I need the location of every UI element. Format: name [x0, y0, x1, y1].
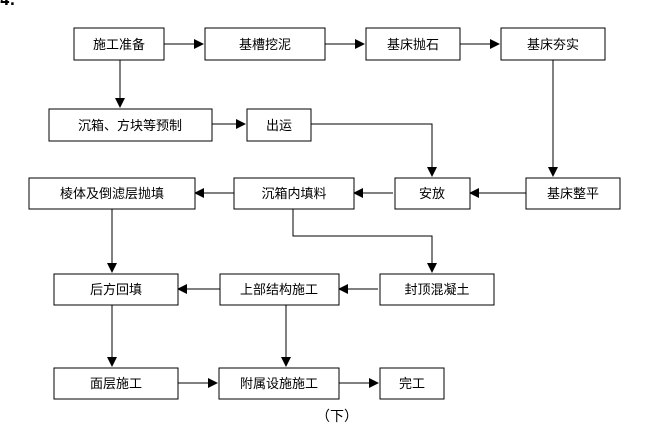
node-caisson-precast: 沉箱、方块等预制 [48, 108, 213, 142]
node-prism-filter-fill: 棱体及倒滤层抛填 [28, 177, 196, 210]
node-label: 附属设施施工 [240, 377, 318, 392]
node-label: 上部结构施工 [240, 283, 318, 298]
edge-transport-to-install [311, 123, 437, 177]
node-label: 基槽挖泥 [239, 38, 291, 53]
node-construction-prep: 施工准备 [73, 27, 165, 61]
node-surface-layer: 面层施工 [53, 367, 179, 400]
node-label: 基床夯实 [527, 38, 579, 53]
node-label: 基床抛石 [387, 38, 439, 53]
node-label: 完工 [399, 377, 425, 392]
node-label: 封顶混凝土 [404, 282, 469, 298]
top-fragment: 4. [0, 0, 16, 9]
edges [107, 39, 558, 388]
node-bed-riprap: 基床抛石 [365, 27, 461, 61]
node-bed-leveling: 基床整平 [525, 177, 621, 210]
node-top-seal-concrete: 封顶混凝土 [379, 273, 495, 306]
node-label: 沉箱、方块等预制 [78, 118, 182, 134]
node-transport: 出运 [246, 108, 312, 142]
node-label: 棱体及倒滤层抛填 [60, 186, 164, 202]
node-label: 基床整平 [547, 187, 599, 202]
node-label: 沉箱内填料 [261, 186, 326, 202]
node-label: 安放 [419, 187, 445, 202]
node-completion: 完工 [379, 367, 445, 400]
node-backfill: 后方回填 [53, 273, 179, 306]
node-superstructure: 上部结构施工 [219, 273, 340, 306]
node-ancillary-facilities: 附属设施施工 [218, 367, 340, 400]
bottom-fragment: （下） [316, 409, 358, 425]
node-label: 出运 [266, 119, 292, 134]
node-label: 施工准备 [93, 37, 145, 53]
node-install: 安放 [394, 177, 471, 210]
node-bed-tamping: 基床夯实 [500, 27, 606, 61]
node-caisson-fill: 沉箱内填料 [233, 177, 355, 210]
node-label: 后方回填 [90, 282, 142, 298]
edge-fill-to-topseal [292, 209, 437, 273]
node-label: 面层施工 [90, 377, 142, 392]
node-trench-dredging: 基槽挖泥 [204, 27, 326, 61]
